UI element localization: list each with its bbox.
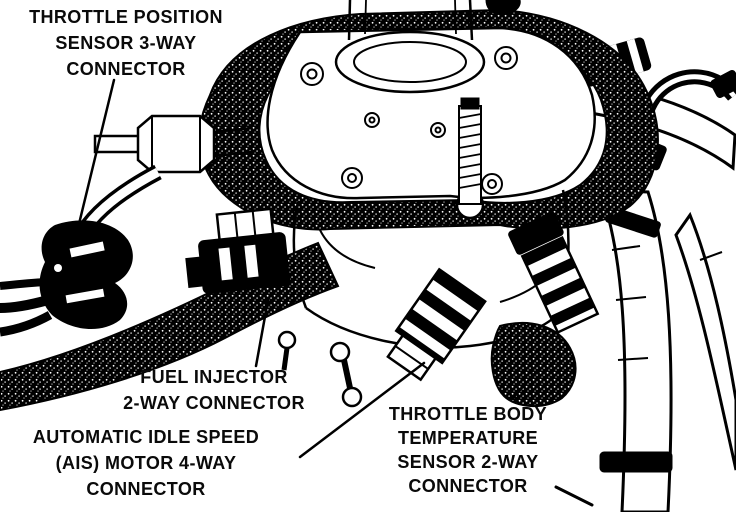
label-throttle-body-temp-sensor: THROTTLE BODY TEMPERATURE SENSOR 2-WAY C… bbox=[362, 402, 574, 498]
temp-sensor-connector bbox=[508, 211, 600, 335]
label-ais-motor: AUTOMATIC IDLE SPEED (AIS) MOTOR 4-WAY C… bbox=[0, 424, 292, 502]
label-line: THROTTLE POSITION bbox=[29, 7, 223, 27]
tps-connector bbox=[0, 220, 133, 337]
label-throttle-position-sensor: THROTTLE POSITION SENSOR 3-WAY CONNECTOR bbox=[10, 4, 242, 82]
label-line: SENSOR 2-WAY bbox=[397, 452, 539, 472]
label-line: CONNECTOR bbox=[86, 479, 206, 499]
pointer-stroke bbox=[554, 485, 594, 507]
label-line: TEMPERATURE bbox=[397, 428, 539, 448]
label-line: 2-WAY CONNECTOR bbox=[123, 393, 305, 413]
label-fuel-injector: FUEL INJECTOR 2-WAY CONNECTOR bbox=[92, 364, 336, 416]
stud bbox=[455, 97, 485, 220]
fuel-injector-connector bbox=[185, 207, 291, 294]
leader-tps bbox=[76, 78, 116, 230]
label-line: AUTOMATIC IDLE SPEED bbox=[32, 427, 260, 447]
label-line: CONNECTOR bbox=[66, 59, 186, 79]
label-line: (AIS) MOTOR 4-WAY bbox=[55, 453, 237, 473]
label-line: CONNECTOR bbox=[408, 476, 528, 496]
air-horn bbox=[334, 0, 521, 94]
leader-temp-sensor bbox=[510, 370, 538, 401]
ais-motor-connector bbox=[386, 267, 487, 382]
leader-lines bbox=[76, 78, 594, 507]
leader-fuel-injector bbox=[254, 298, 270, 368]
harness-boot bbox=[490, 322, 577, 408]
label-line: SENSOR 3-WAY bbox=[55, 33, 197, 53]
label-line: THROTTLE BODY bbox=[388, 404, 548, 424]
leader-ais bbox=[298, 361, 426, 459]
label-line: FUEL INJECTOR bbox=[140, 367, 288, 387]
